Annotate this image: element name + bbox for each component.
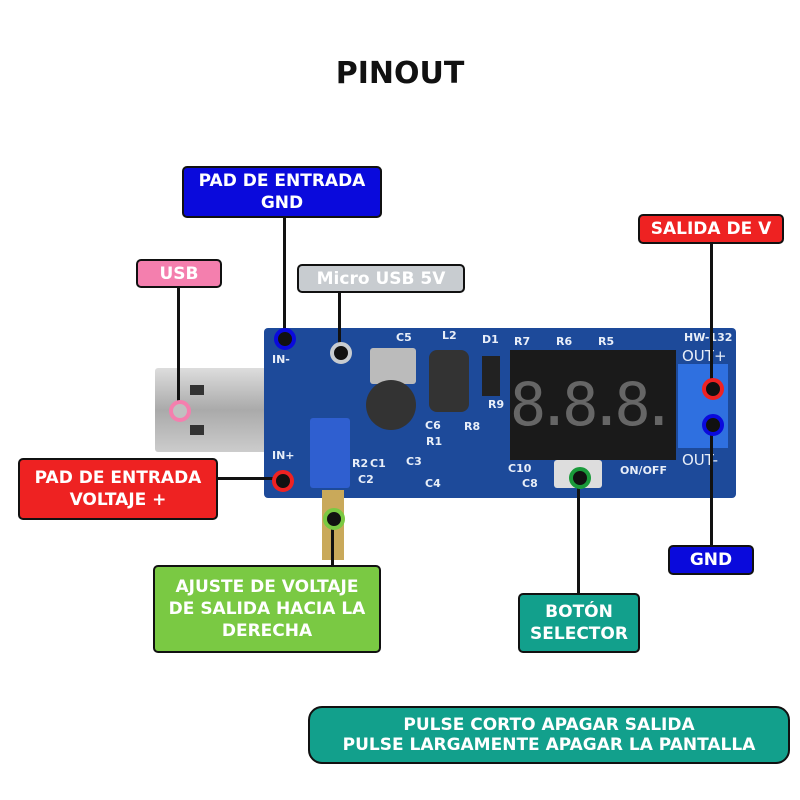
- label-ajuste: AJUSTE DE VOLTAJE DE SALIDA HACIA LA DER…: [153, 565, 381, 653]
- label-line: Micro USB 5V: [316, 268, 446, 289]
- potentiometer: [310, 418, 350, 488]
- part-label: C2: [358, 473, 374, 486]
- label-line: PAD DE ENTRADA: [198, 171, 366, 191]
- model-label: HW-132: [684, 331, 733, 344]
- label-boton: BOTÓN SELECTOR: [518, 593, 640, 653]
- label-line: USB: [159, 263, 199, 284]
- label-line: VOLTAJE +: [69, 490, 167, 510]
- label-pad-voltaje: PAD DE ENTRADA VOLTAJE +: [18, 458, 218, 520]
- part-label: C4: [425, 477, 441, 490]
- label-line: SELECTOR: [530, 624, 628, 644]
- usb-slot: [190, 425, 204, 435]
- label-line: GND: [260, 193, 304, 213]
- out-minus-label: OUT-: [682, 451, 718, 469]
- label-line: PAD DE ENTRADA: [34, 468, 202, 488]
- label-line: BOTÓN: [545, 602, 613, 622]
- label-line: GND: [689, 550, 733, 570]
- seven-segment-display: 8.8.8.: [510, 350, 676, 460]
- label-line: DE SALIDA HACIA LA: [168, 599, 366, 619]
- part-label: C5: [396, 331, 412, 344]
- output-terminal: [678, 364, 728, 448]
- gnd-input-pad-marker: [274, 328, 296, 350]
- label-salida-v: SALIDA DE V: [638, 214, 784, 244]
- part-label: C6: [425, 419, 441, 432]
- part-label: R7: [514, 335, 531, 348]
- label-line: PULSE CORTO APAGAR SALIDA: [403, 715, 695, 735]
- part-label: L2: [442, 329, 457, 342]
- inductor: [366, 380, 416, 430]
- label-micro-usb: Micro USB 5V: [297, 264, 465, 293]
- part-label: D1: [482, 333, 499, 346]
- part-label: C1: [370, 457, 386, 470]
- output-plus-marker: [702, 378, 724, 400]
- part-label: C10: [508, 462, 532, 475]
- voltage-adjust-marker: [323, 508, 345, 530]
- voltage-input-pad-marker: [272, 470, 294, 492]
- label-line: SALIDA DE V: [650, 219, 772, 239]
- in-minus-label: IN-: [272, 353, 290, 366]
- output-gnd-marker: [702, 414, 724, 436]
- display-digits: 8.8.8.: [510, 370, 676, 440]
- micro-usb-marker: [330, 342, 352, 364]
- diode: [482, 356, 500, 396]
- on-off-label: ON/OFF: [620, 464, 667, 477]
- label-nota: PULSE CORTO APAGAR SALIDA PULSE LARGAMEN…: [308, 706, 790, 764]
- part-label: C3: [406, 455, 422, 468]
- label-line: DERECHA: [221, 621, 313, 641]
- part-label: R2: [352, 457, 369, 470]
- in-plus-label: IN+: [272, 449, 295, 462]
- part-label: R1: [426, 435, 443, 448]
- label-pad-gnd: PAD DE ENTRADA GND: [182, 166, 382, 218]
- micro-usb-port: [370, 348, 416, 384]
- label-line: AJUSTE DE VOLTAJE: [175, 577, 359, 597]
- label-gnd-out: GND: [668, 545, 754, 575]
- part-label: R6: [556, 335, 573, 348]
- part-label: C8: [522, 477, 538, 490]
- label-line: PULSE LARGAMENTE APAGAR LA PANTALLA: [342, 735, 756, 755]
- usb-slot: [190, 385, 204, 395]
- part-label: R8: [464, 420, 481, 433]
- out-plus-label: OUT+: [682, 347, 727, 365]
- inductor: [429, 350, 469, 412]
- usb-marker: [169, 400, 191, 422]
- selector-button-marker: [569, 467, 591, 489]
- part-label: R9: [488, 398, 505, 411]
- page-title: PINOUT: [335, 56, 465, 91]
- part-label: R5: [598, 335, 615, 348]
- label-usb: USB: [136, 259, 222, 288]
